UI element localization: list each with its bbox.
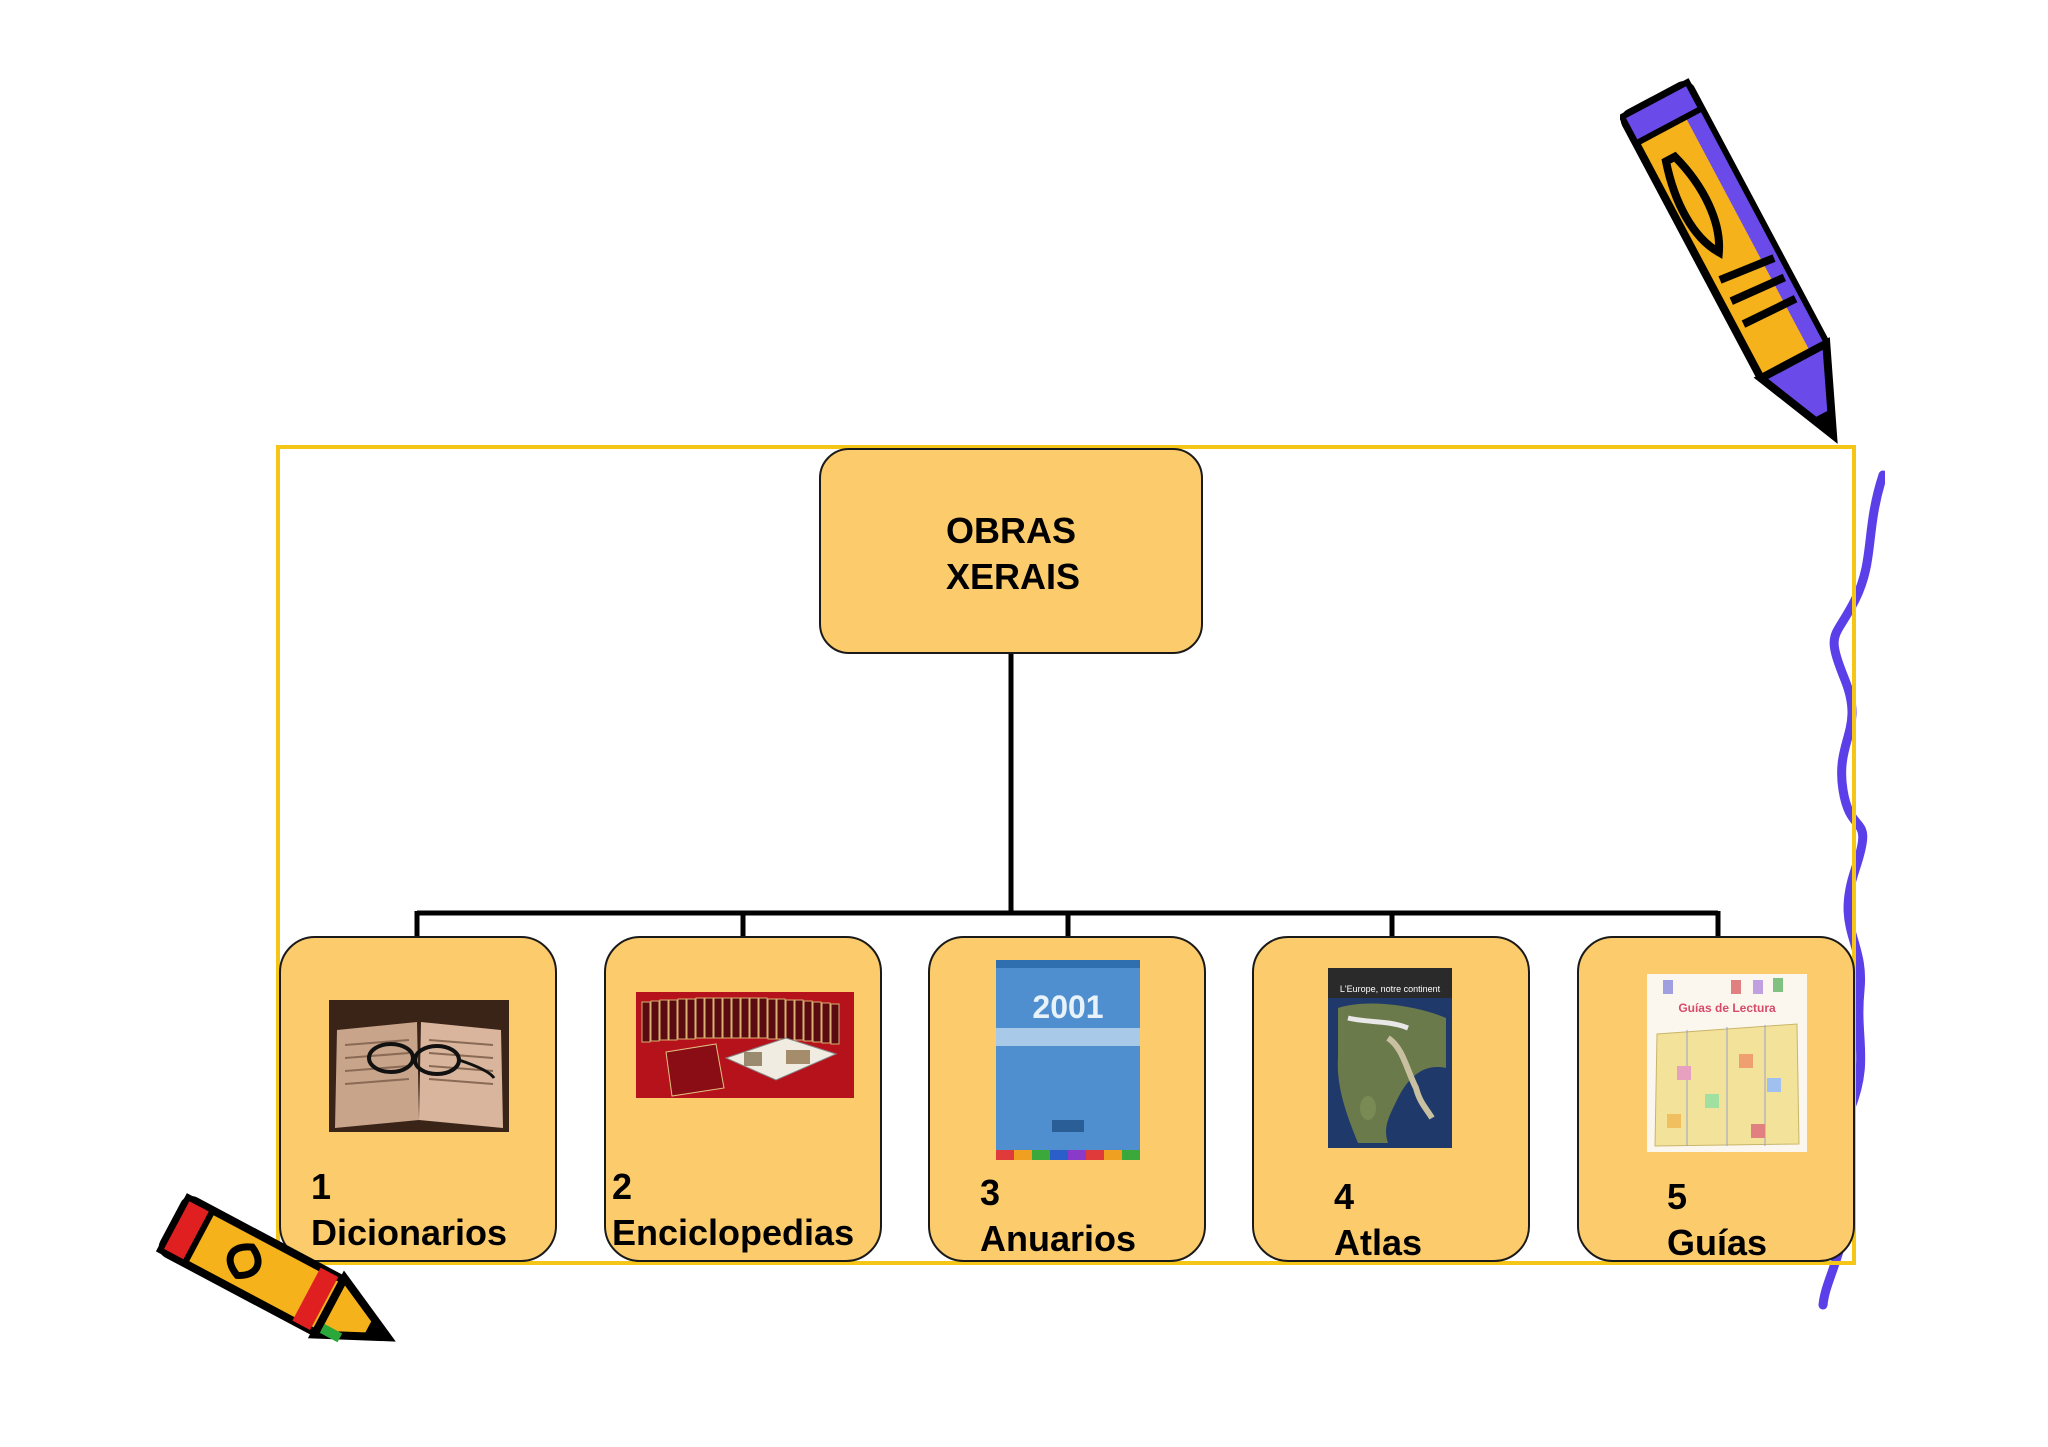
child-label-2: 2 Enciclopedias: [612, 1164, 854, 1256]
child-node-enciclopedias: 2 Enciclopedias: [604, 936, 882, 1262]
child-label-3: 3 Anuarios: [980, 1170, 1136, 1262]
child-node-atlas: L'Europe, notre continent 4 Atlas: [1252, 936, 1530, 1263]
root-label: OBRAS XERAIS: [946, 508, 1080, 600]
root-label-line2: XERAIS: [946, 556, 1081, 597]
child-node-anuarios: 2001 3 Anuarios: [928, 936, 1206, 1262]
guides-title: Guías de Lectura: [1678, 1001, 1776, 1015]
child-number: 2: [612, 1166, 633, 1207]
child-title: Enciclopedias: [612, 1212, 855, 1253]
atlas-image: L'Europe, notre continent: [1328, 968, 1452, 1148]
child-title: Guías: [1667, 1222, 1768, 1263]
child-number: 4: [1334, 1176, 1355, 1217]
pencil-icon: [1620, 78, 1838, 444]
encyclopedia-image: [636, 992, 854, 1098]
root-node: OBRAS XERAIS: [819, 448, 1203, 654]
child-title: Atlas: [1334, 1222, 1423, 1263]
child-title: Anuarios: [980, 1218, 1137, 1259]
atlas-caption: L'Europe, notre continent: [1340, 984, 1441, 994]
yearbook-image: 2001: [996, 960, 1140, 1160]
child-label-4: 4 Atlas: [1334, 1174, 1422, 1266]
root-label-line1: OBRAS: [946, 510, 1077, 551]
reading-guides-image: Guías de Lectura: [1647, 974, 1807, 1152]
child-number: 3: [980, 1172, 1001, 1213]
yearbook-year: 2001: [1032, 989, 1103, 1025]
child-number: 5: [1667, 1176, 1688, 1217]
diagram-frame: [276, 445, 1856, 1265]
child-node-guias: Guías de Lectura 5 Guías: [1577, 936, 1855, 1263]
child-label-5: 5 Guías: [1667, 1174, 1767, 1266]
child-number: 1: [311, 1166, 332, 1207]
child-node-dicionarios: 1 Dicionarios: [279, 936, 557, 1262]
child-title: Dicionarios: [311, 1212, 508, 1253]
pencil-icon: [155, 1193, 396, 1343]
child-label-1: 1 Dicionarios: [311, 1164, 507, 1256]
dictionary-image: [329, 1000, 509, 1132]
